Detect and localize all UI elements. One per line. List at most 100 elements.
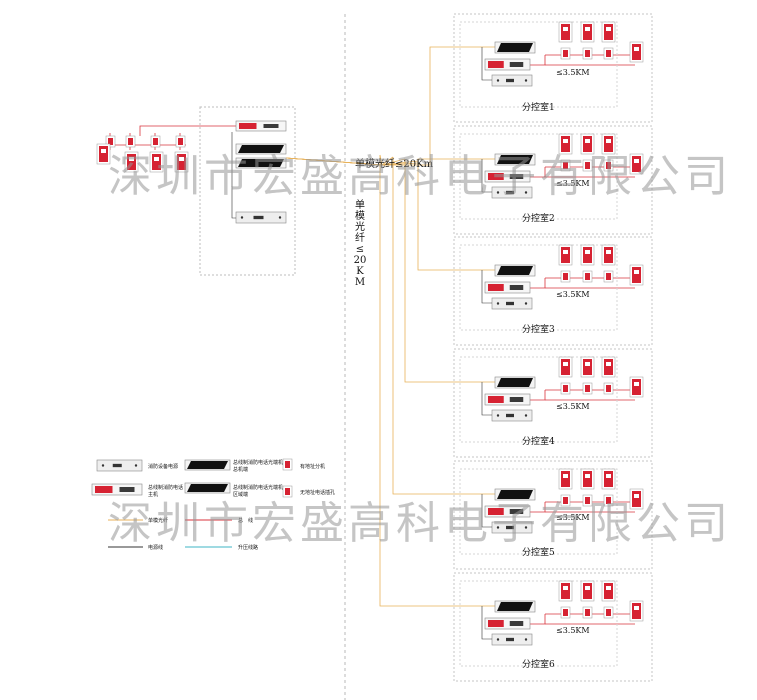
room-label-5: 分控室5	[522, 548, 555, 558]
legend-symbol-main-fiber	[184, 459, 231, 471]
room-phone-6-2	[580, 580, 595, 602]
area-fiber-unit-3	[494, 264, 536, 277]
fiber-branch-4	[404, 159, 495, 383]
distance-label-1: ≤3.5KM	[556, 68, 590, 77]
legend-symbol-main-host	[91, 483, 143, 496]
main-host-unit	[235, 120, 287, 132]
room-jack-2-2	[582, 159, 593, 172]
room-phone-right-6	[629, 600, 644, 622]
main-bus-line	[139, 125, 236, 136]
area-power-line-3	[481, 270, 492, 304]
area-bus-2	[530, 167, 546, 178]
room-label-3: 分控室3	[522, 325, 555, 335]
room-phone-right-1	[629, 41, 644, 63]
room-outer-box-4	[453, 348, 653, 458]
room-inner-box-4	[459, 356, 618, 443]
main-phone-1	[124, 151, 139, 173]
room-inner-box-6	[459, 580, 618, 667]
area-fiber-unit-6	[494, 600, 536, 613]
room-inner-box-2	[459, 133, 618, 220]
room-phone-right-4	[629, 376, 644, 398]
main-power-unit	[235, 211, 287, 224]
area-power-unit-3	[491, 297, 533, 310]
fiber-label: 单模光纤≤20Km	[355, 159, 434, 170]
fiber-branch-5	[392, 157, 495, 495]
room-jack-3-2	[582, 270, 593, 283]
area-host-unit-2	[484, 170, 531, 183]
legend-riser: 升压线路	[238, 545, 259, 551]
area-bus-1	[530, 55, 546, 66]
main-phone-3	[174, 151, 189, 173]
room-inner-box-1	[459, 21, 618, 108]
distance-label-3: ≤3.5KM	[556, 290, 590, 299]
area-fiber-unit-1	[494, 41, 536, 54]
main-room-box	[199, 106, 296, 276]
room-phone-3-3	[601, 244, 616, 266]
fiber-branch-3	[417, 161, 495, 271]
room-outer-box-2	[453, 125, 653, 235]
room-phone-right-3	[629, 264, 644, 286]
room-phone-3-2	[580, 244, 595, 266]
room-outer-box-3	[453, 236, 653, 346]
room-phone-5-2	[580, 468, 595, 490]
legend-unaddressed-ext: 无地址电话插孔	[300, 490, 336, 496]
room-phone-1-3	[601, 21, 616, 43]
legend-power: 电源线	[148, 545, 164, 551]
area-power-line-1	[481, 47, 492, 81]
distance-label-6: ≤3.5KM	[556, 626, 590, 635]
area-power-unit-5	[491, 521, 533, 534]
room-phone-3-1	[558, 244, 573, 266]
room-phone-5-1	[558, 468, 573, 490]
room-jack-4-2	[582, 382, 593, 395]
room-label-2: 分控室2	[522, 214, 555, 224]
room-jack-2-3	[603, 159, 614, 172]
legend-main-host-fiber: 总线制消防电话光端机总机端	[233, 460, 284, 473]
room-outer-box-5	[453, 460, 653, 570]
room-phone-2-2	[580, 133, 595, 155]
area-power-line-6	[481, 606, 492, 640]
room-label-4: 分控室4	[522, 437, 555, 447]
area-host-unit-1	[484, 58, 531, 71]
room-jack-6-3	[603, 606, 614, 619]
room-jack-3-1	[560, 270, 571, 283]
room-jack-1-1	[560, 47, 571, 60]
legend-symbol-addressed	[282, 458, 293, 471]
legend-single-mode: 单模光纤	[148, 518, 169, 524]
distance-label-5: ≤3.5KM	[556, 513, 590, 522]
area-host-unit-4	[484, 393, 531, 406]
legend-symbol-unaddressed	[282, 485, 293, 498]
room-phone-4-1	[558, 356, 573, 378]
fiber-label-vertical: 单模光纤≤20KM	[353, 200, 367, 288]
area-bus-4	[530, 390, 546, 401]
distance-label-2: ≤3.5KM	[556, 179, 590, 188]
area-host-unit-5	[484, 505, 531, 518]
area-power-unit-4	[491, 409, 533, 422]
area-bus-5	[530, 502, 546, 513]
room-jack-5-3	[603, 494, 614, 507]
area-power-unit-2	[491, 186, 533, 199]
legend-symbol-fire-equipment	[96, 459, 143, 472]
fiber-branch-6	[379, 155, 495, 607]
main-jack-3	[150, 135, 161, 148]
area-fiber-unit-4	[494, 376, 536, 389]
area-power-unit-1	[491, 74, 533, 87]
room-jack-6-2	[582, 606, 593, 619]
room-phone-2-1	[558, 133, 573, 155]
room-jack-5-2	[582, 494, 593, 507]
main-jack-2	[125, 135, 136, 148]
legend-fire-equipment: 消防设备电源	[148, 464, 179, 470]
room-inner-box-3	[459, 244, 618, 331]
room-phone-right-5	[629, 488, 644, 510]
main-host-fiber-unit-1	[235, 143, 287, 155]
room-jack-6-1	[560, 606, 571, 619]
room-phone-4-3	[601, 356, 616, 378]
room-jack-4-3	[603, 382, 614, 395]
area-host-unit-3	[484, 281, 531, 294]
main-host-fiber-unit-2	[235, 157, 287, 169]
room-outer-box-1	[453, 13, 653, 123]
room-phone-4-2	[580, 356, 595, 378]
area-fiber-unit-2	[494, 153, 536, 166]
room-jack-4-1	[560, 382, 571, 395]
area-power-line-4	[481, 382, 492, 416]
